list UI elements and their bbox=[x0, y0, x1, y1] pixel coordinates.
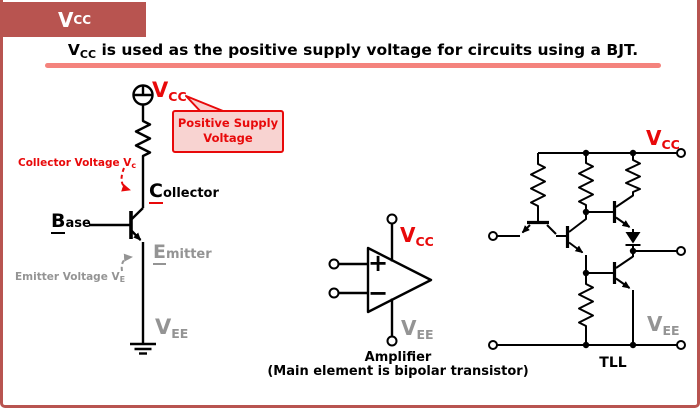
resistor-r3 bbox=[625, 153, 641, 194]
amplifier-caption: Amplifier (Main element is bipolar trans… bbox=[228, 350, 568, 380]
bjt-vcc-label: VCC bbox=[152, 78, 187, 104]
subtitle-rest: is used as the positive supply voltage f… bbox=[96, 41, 639, 59]
callout-text: Positive Supply Voltage bbox=[177, 116, 279, 145]
vee-rail-right-terminal bbox=[676, 340, 686, 350]
subtitle: VCC is used as the positive supply volta… bbox=[3, 41, 697, 61]
title-vcc-sub: CC bbox=[73, 12, 92, 27]
ttl-caption: TLL bbox=[599, 355, 627, 371]
emitter-pointer-arrow bbox=[120, 253, 133, 272]
emitter-arrow bbox=[130, 230, 142, 241]
amp-vcc-terminal bbox=[386, 213, 398, 225]
collector-pointer-arrow bbox=[120, 167, 131, 192]
ttl-input-terminal bbox=[488, 231, 498, 241]
ttl-output-terminal bbox=[676, 246, 686, 256]
bjt-vee-label: VEE bbox=[155, 315, 189, 341]
ttl-vcc-label: VCC bbox=[646, 126, 680, 152]
subtitle-v-sub: CC bbox=[79, 48, 97, 61]
amp-input-minus-terminal bbox=[328, 287, 340, 299]
collector-label: Collector bbox=[149, 180, 219, 204]
callout-tail bbox=[185, 95, 229, 114]
subtitle-underline bbox=[45, 63, 661, 68]
resistor-r1 bbox=[530, 153, 546, 221]
transistor-q2 bbox=[565, 212, 587, 273]
resistor-r4 bbox=[578, 273, 594, 345]
circuit-diagrams-canvas bbox=[89, 84, 686, 355]
diode-icon bbox=[625, 229, 641, 251]
transistor-q4 bbox=[586, 255, 634, 345]
amp-vee-terminal bbox=[386, 335, 398, 347]
npn-transistor-icon bbox=[89, 207, 144, 241]
transistor-q1 bbox=[521, 220, 557, 235]
emitter-voltage-label: Emitter Voltage VE bbox=[15, 271, 126, 284]
amp-input-plus-terminal bbox=[328, 258, 340, 270]
opamp-plus-sign: + bbox=[368, 249, 389, 277]
ttl-vee-label: VEE bbox=[647, 312, 680, 338]
amplifier-caption-line1: Amplifier bbox=[364, 350, 432, 365]
base-label: Base bbox=[51, 210, 91, 234]
emitter-label: Emitter bbox=[153, 241, 212, 265]
ground-icon bbox=[130, 342, 156, 355]
amp-vcc-label: VCC bbox=[400, 223, 434, 249]
resistor-r2 bbox=[578, 153, 594, 212]
vee-rail-left-terminal bbox=[488, 340, 498, 350]
collector-voltage-label: Collector Voltage Vc bbox=[18, 157, 137, 170]
junction-dots bbox=[582, 149, 637, 349]
supply-terminal-icon bbox=[132, 84, 154, 106]
title-vcc-main: V bbox=[57, 7, 74, 32]
opamp-minus-sign: − bbox=[368, 279, 389, 307]
subtitle-v: V bbox=[67, 41, 80, 59]
collector-resistor bbox=[134, 104, 152, 208]
amp-vee-label: VEE bbox=[401, 316, 434, 342]
amplifier-caption-line2: (Main element is bipolar transistor) bbox=[267, 364, 529, 380]
transistor-q3 bbox=[612, 193, 634, 228]
